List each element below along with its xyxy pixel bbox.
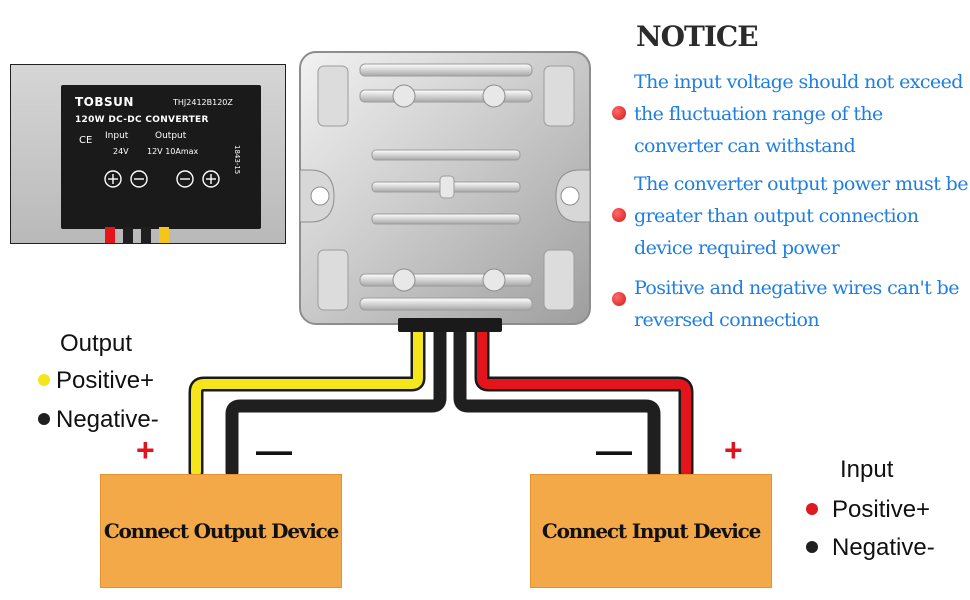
output-legend-negative: Negative- (38, 406, 159, 434)
label-input-value: 24V (113, 147, 129, 156)
notice-title: NOTICE (636, 20, 759, 53)
label-wire-stubs (105, 227, 169, 243)
input-black-wire (453, 323, 661, 479)
bullet-icon (612, 292, 626, 306)
output-black-wire (225, 323, 447, 479)
output-device-label: Connect Output Device (103, 519, 340, 543)
input-device-label: Connect Input Device (541, 519, 761, 543)
converter-label-photo: TOBSUN THJ2412B120Z 120W DC-DC CONVERTER… (10, 64, 286, 244)
terminal-symbols (104, 170, 220, 188)
label-output: Output (155, 131, 187, 141)
black-dot-icon (38, 412, 50, 425)
input-plus-sign: + (724, 432, 743, 468)
output-negative-label: Negative- (56, 406, 159, 433)
converter-housing (299, 51, 591, 332)
label-output-value: 12V 10Amax (147, 147, 199, 156)
notice-text: The input voltage should not exceed the … (634, 71, 963, 157)
input-device-box: Connect Input Device (530, 474, 772, 588)
label-title: 120W DC-DC CONVERTER (75, 115, 209, 125)
label-ce-mark: CE (79, 135, 93, 146)
yellow-dot-icon (38, 373, 50, 386)
bullet-icon (612, 106, 626, 120)
label-model: THJ2412B120Z (173, 98, 233, 107)
input-legend-negative: Negative- (806, 534, 935, 562)
output-wires (188, 322, 447, 480)
input-positive-label: Positive+ (832, 496, 931, 523)
input-legend-heading: Input (840, 456, 894, 483)
red-dot-icon (806, 502, 818, 515)
label-input: Input (105, 131, 129, 141)
plus-terminal-icon (104, 170, 122, 188)
minus-terminal-icon (176, 170, 194, 188)
minus-terminal-icon (130, 170, 148, 188)
notice-text: The converter output power must be great… (634, 173, 968, 259)
output-minus-sign: — (256, 430, 292, 471)
plus-terminal-icon (202, 170, 220, 188)
input-minus-sign: — (596, 430, 632, 471)
output-device-box: Connect Output Device (100, 474, 342, 588)
output-legend-heading: Output (60, 330, 133, 357)
output-positive-label: Positive+ (56, 367, 155, 394)
input-legend-positive: Positive+ (806, 496, 930, 524)
label-brand: TOBSUN (75, 95, 134, 109)
output-legend-positive: Positive+ (38, 367, 154, 395)
converter-label: TOBSUN THJ2412B120Z 120W DC-DC CONVERTER… (61, 85, 261, 229)
output-plus-sign: + (136, 432, 155, 468)
black-dot-icon (806, 540, 818, 553)
input-negative-label: Negative- (832, 534, 935, 561)
notice-text: Positive and negative wires can't be rev… (634, 277, 959, 331)
input-wires (453, 322, 694, 480)
bullet-icon (612, 208, 626, 222)
